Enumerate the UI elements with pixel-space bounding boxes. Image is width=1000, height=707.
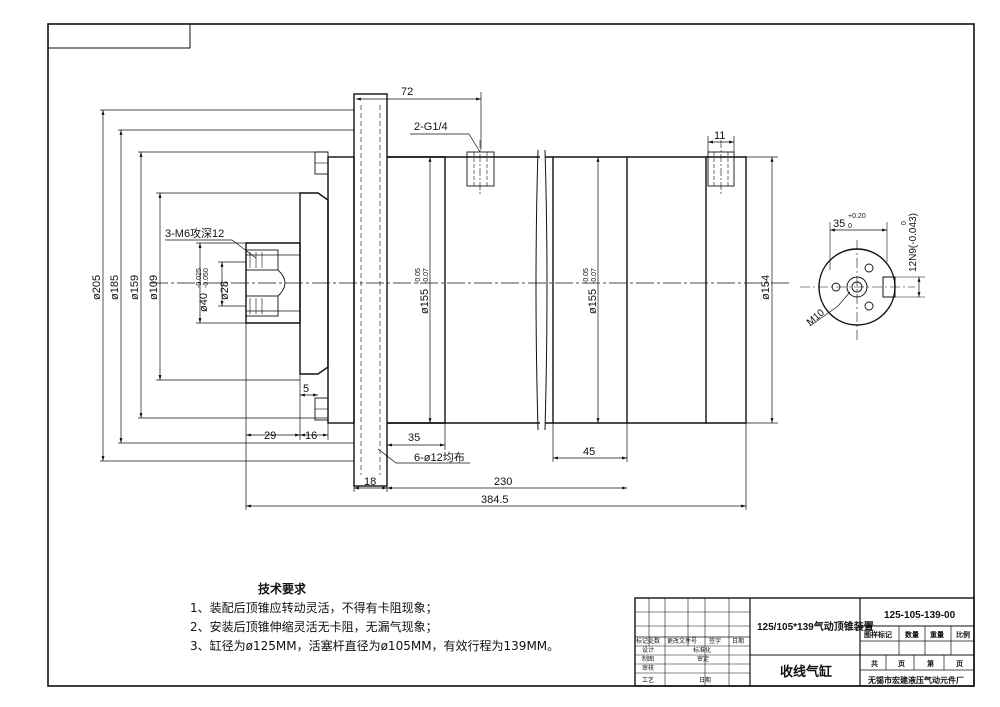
dim-35r: 35 bbox=[833, 218, 845, 230]
note-item-2: 2、安装后顶锥伸缩灵活无卡阻，无漏气现象； bbox=[190, 620, 438, 634]
notes-title: 技术要求 bbox=[258, 582, 307, 596]
tb-date2: 日期 bbox=[699, 676, 711, 684]
dim-230: 230 bbox=[494, 476, 512, 488]
tb-name: 125/105*139气动顶锥装置 bbox=[757, 620, 874, 633]
dim-d40: ø40 bbox=[198, 293, 210, 312]
dim-35r-tol0: 0 bbox=[848, 223, 852, 230]
technical-requirements: 技术要求 1、装配后顶锥应转动灵活，不得有卡阻现象； 2、安装后顶锥伸缩灵活无卡… bbox=[190, 580, 630, 656]
dim-holes: 6-ø12均布 bbox=[414, 451, 465, 464]
dim-18: 18 bbox=[364, 476, 376, 488]
note-item-3: 3、缸径为ø125MM，活塞杆直径为ø105MM，有效行程为139MM。 bbox=[190, 639, 560, 653]
title-block bbox=[634, 597, 975, 687]
dim-tap: 3-M6攻深12 bbox=[165, 226, 224, 240]
dim-12n9: 12N9(-0.043) bbox=[908, 213, 919, 272]
tb-scale: 比例 bbox=[956, 630, 970, 639]
dim-d28: ø28 bbox=[219, 281, 231, 300]
dim-d40-tol-low: -0.050 bbox=[203, 268, 210, 288]
dimension-labels: 72 2-G1/4 11 3-M6攻深12 ø205 ø185 ø159 ø10… bbox=[91, 86, 919, 506]
title-block-text: 125/105*139气动顶锥装置 125-105-139-00 收线气缸 无锡… bbox=[636, 610, 970, 685]
tb-design: 设计 bbox=[642, 646, 654, 654]
tb-part: 收线气缸 bbox=[780, 664, 832, 679]
dim-384: 384.5 bbox=[481, 494, 509, 506]
dim-d155a: ø155 bbox=[419, 289, 431, 314]
tb-total: 共 bbox=[871, 659, 878, 668]
dim-5: 5 bbox=[303, 383, 309, 395]
sheet-border bbox=[47, 23, 975, 687]
main-part-outline bbox=[150, 93, 790, 487]
tb-qty: 数量 bbox=[905, 630, 919, 639]
dim-35: 35 bbox=[408, 432, 420, 444]
dim-d155b-tol-up: -0.05 bbox=[583, 268, 590, 284]
dim-port: 2-G1/4 bbox=[414, 121, 448, 133]
dim-d185: ø185 bbox=[109, 275, 121, 300]
tb-date: 日期 bbox=[732, 637, 744, 645]
tb-check: 审核 bbox=[642, 664, 654, 672]
tb-change-doc: 更改文件号 bbox=[667, 637, 697, 645]
dim-d159: ø159 bbox=[129, 275, 141, 300]
dim-72: 72 bbox=[401, 86, 413, 98]
end-view bbox=[800, 222, 925, 340]
tb-page: 第 bbox=[927, 659, 934, 668]
tb-standard: 标准化 bbox=[693, 646, 711, 654]
dim-d155b-tol-low: -0.07 bbox=[591, 268, 598, 284]
dim-45: 45 bbox=[583, 446, 595, 458]
tb-draw: 制图 bbox=[642, 655, 654, 663]
dim-35r-tol: +0.20 bbox=[848, 213, 866, 220]
tb-sheets: 页 bbox=[898, 660, 905, 668]
tb-code: 125-105-139-00 bbox=[884, 610, 956, 621]
corner-box bbox=[47, 23, 191, 49]
tb-company: 无锡市宏建液压气动元件厂 bbox=[867, 675, 964, 685]
tb-sign: 签字 bbox=[709, 637, 721, 645]
dim-16: 16 bbox=[305, 430, 317, 442]
note-item-1: 1、装配后顶锥应转动灵活，不得有卡阻现象； bbox=[190, 601, 438, 615]
dim-d154: ø154 bbox=[760, 275, 772, 300]
dim-d155a-tol-low: -0.07 bbox=[423, 268, 430, 284]
tb-stage-mark: 图样标记 bbox=[864, 630, 892, 639]
tb-weight: 重量 bbox=[930, 630, 944, 639]
dim-m10: M10 bbox=[805, 307, 827, 328]
dim-d40-tol-up: -0.025 bbox=[196, 268, 203, 288]
tb-mark: 标记处数 bbox=[636, 637, 660, 645]
tb-craft: 工艺 bbox=[642, 676, 654, 684]
dim-11: 11 bbox=[714, 130, 725, 142]
dim-12n9-tol0: 0 bbox=[901, 221, 908, 225]
tb-approve: 审定 bbox=[697, 655, 709, 663]
dim-d205: ø205 bbox=[91, 275, 103, 300]
dim-29: 29 bbox=[264, 430, 276, 442]
dim-d155a-tol-up: -0.05 bbox=[415, 268, 422, 284]
dim-d155b: ø155 bbox=[587, 289, 599, 314]
dim-d109: ø109 bbox=[148, 275, 160, 300]
tb-sheet2: 页 bbox=[956, 660, 963, 668]
dimension-lines bbox=[100, 92, 778, 510]
